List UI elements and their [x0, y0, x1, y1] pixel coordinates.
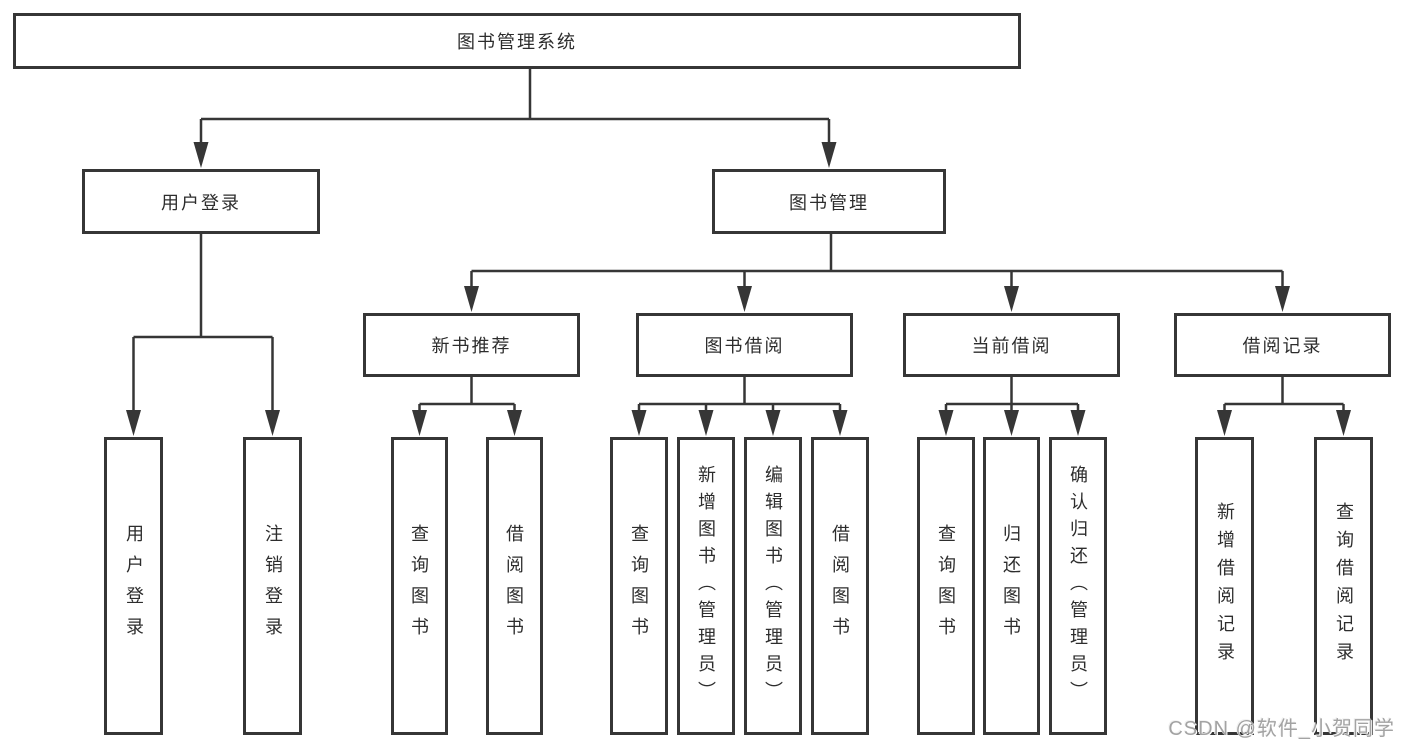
- leaf-records-add-borrow-record: 新增借阅记录: [1195, 437, 1254, 735]
- leaf-current-return-books: 归还图书: [983, 437, 1040, 735]
- leaf-logout: 注销登录: [243, 437, 302, 735]
- arrowheads: [126, 142, 1351, 436]
- leaf-recommend-query-books: 查询图书: [391, 437, 448, 735]
- node-current-borrowing: 当前借阅: [903, 313, 1120, 377]
- leaf-borrow-query-books: 查询图书: [610, 437, 668, 735]
- leaf-current-query-books: 查询图书: [917, 437, 975, 735]
- node-book-management: 图书管理: [712, 169, 946, 234]
- node-user-login: 用户登录: [82, 169, 320, 234]
- node-new-book-recommendation: 新书推荐: [363, 313, 580, 377]
- leaf-user-login: 用户登录: [104, 437, 163, 735]
- node-book-borrowing: 图书借阅: [636, 313, 853, 377]
- node-borrowing-records: 借阅记录: [1174, 313, 1391, 377]
- leaf-current-confirm-return-admin: 确认归还（管理员）: [1049, 437, 1107, 735]
- watermark: CSDN @软件_小贺同学: [1168, 718, 1395, 740]
- leaf-recommend-borrow-books: 借阅图书: [486, 437, 543, 735]
- leaf-borrow-edit-books-admin: 编辑图书（管理员）: [744, 437, 802, 735]
- leaf-records-query-borrow-record: 查询借阅记录: [1314, 437, 1373, 735]
- leaf-borrow-add-books-admin: 新增图书（管理员）: [677, 437, 735, 735]
- leaf-borrow-borrow-books: 借阅图书: [811, 437, 869, 735]
- node-root-title: 图书管理系统: [13, 13, 1021, 69]
